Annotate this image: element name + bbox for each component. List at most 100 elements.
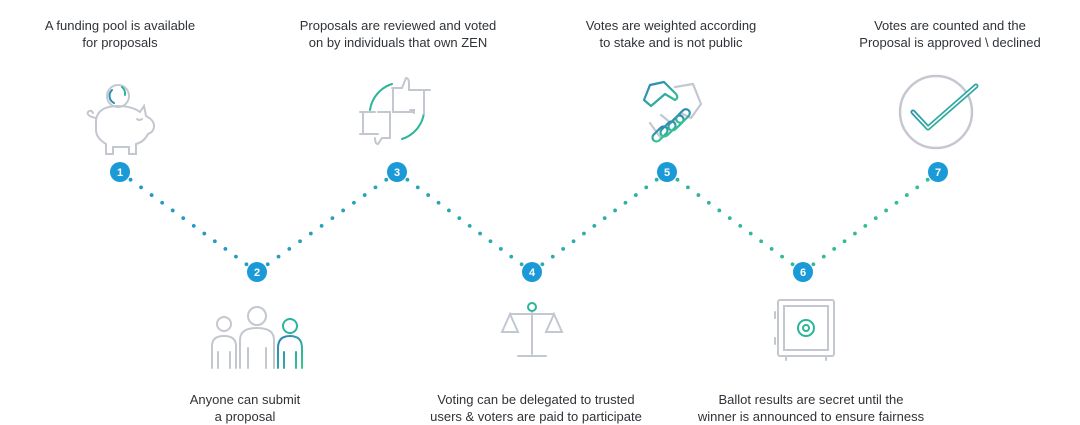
- connector-dot: [436, 200, 441, 205]
- caption-line: Votes are weighted according: [585, 18, 757, 33]
- connector-dot: [696, 193, 701, 197]
- connector-dot: [308, 231, 313, 236]
- connector-dot: [613, 208, 617, 213]
- connector-dot: [686, 185, 690, 190]
- caption-line: on by individuals that own ZEN: [308, 35, 488, 50]
- step-6-node: 6: [793, 262, 813, 282]
- connector-dot: [128, 177, 133, 182]
- step-7-node: 7: [928, 162, 948, 182]
- connector-dot: [561, 247, 566, 251]
- caption-line: to stake and is not public: [599, 35, 743, 50]
- connector-dot: [426, 193, 431, 197]
- step-3-node: 3: [387, 162, 407, 182]
- connector-dot: [602, 216, 607, 221]
- connector-dot: [352, 200, 356, 205]
- connector-dot: [811, 262, 816, 267]
- caption-line: a proposal: [214, 409, 276, 424]
- connector-dot: [244, 262, 249, 267]
- connector-dot: [265, 262, 270, 267]
- connector-dot: [654, 177, 659, 182]
- step-6-caption: Ballot results are secret until the winne…: [681, 391, 941, 425]
- connector-dot: [832, 247, 837, 251]
- step-2-node: 2: [247, 262, 267, 282]
- node-circle: [793, 262, 813, 282]
- connector-dot: [457, 216, 462, 221]
- step-3-caption: Proposals are reviewed and voted on by in…: [268, 17, 528, 51]
- caption-line: Votes are counted and the: [874, 18, 1026, 33]
- step-4-node: 4: [522, 262, 542, 282]
- checkmark-circle-icon: [898, 74, 979, 150]
- step-5-caption: Votes are weighted according to stake and…: [541, 17, 801, 51]
- connector-dot: [769, 247, 774, 251]
- caption-line: users & voters are paid to participate: [430, 409, 642, 424]
- connector-dot: [149, 193, 154, 197]
- caption-line: Proposal is approved \ declined: [859, 35, 1041, 50]
- node-number: 4: [529, 267, 536, 279]
- connector-dot: [727, 216, 732, 221]
- node-number: 1: [117, 167, 123, 179]
- connector-dot: [853, 231, 857, 236]
- connector-dot: [276, 254, 281, 259]
- connector-dot: [498, 247, 503, 251]
- node-number: 7: [935, 167, 941, 179]
- connector-dot: [478, 231, 482, 236]
- connector-dot: [821, 254, 826, 259]
- connector-dot: [780, 254, 784, 259]
- connector-dot: [139, 185, 143, 190]
- connector-dot: [384, 177, 389, 182]
- node-number: 3: [394, 167, 400, 179]
- safe-icon: [774, 299, 835, 361]
- caption-line: Ballot results are secret until the: [718, 392, 904, 407]
- connector-dot: [298, 239, 302, 244]
- caption-line: winner is announced to ensure fairness: [697, 409, 925, 424]
- connector-dot: [341, 208, 346, 213]
- caption-line: Proposals are reviewed and voted: [299, 18, 497, 33]
- connector-dot: [540, 262, 545, 267]
- connector-dot: [623, 200, 628, 205]
- connector-dot: [738, 223, 743, 228]
- connector-dot: [330, 216, 335, 221]
- connector-dot: [202, 231, 207, 236]
- connector-dot: [706, 200, 711, 205]
- node-number: 5: [664, 167, 670, 179]
- connector-dot: [373, 185, 378, 190]
- connector-dot: [287, 247, 292, 251]
- connector-dot: [234, 254, 238, 259]
- caption-line: A funding pool is available: [44, 18, 196, 33]
- connector-dot: [212, 239, 217, 244]
- piggy-bank-icon: [86, 84, 156, 155]
- connector-dot: [582, 231, 586, 236]
- node-circle: [522, 262, 542, 282]
- connector-dot: [717, 208, 722, 213]
- connector-dot: [571, 239, 576, 244]
- connector-dot: [488, 239, 493, 244]
- connector-dot: [873, 216, 878, 221]
- caption-line: Voting can be delegated to trusted: [437, 392, 635, 407]
- connector-dot: [633, 193, 638, 197]
- connector-dot: [170, 208, 175, 213]
- connector-dot: [550, 254, 555, 259]
- connector-dot: [759, 239, 764, 244]
- connector-dot: [160, 200, 165, 205]
- step-5-node: 5: [657, 162, 677, 182]
- connector-dot: [904, 193, 909, 197]
- step-4-caption: Voting can be delegated to trusted users …: [406, 391, 666, 425]
- connector-dot: [519, 262, 524, 267]
- connector-dot: [790, 262, 795, 267]
- node-number: 6: [800, 267, 806, 279]
- node-circle: [928, 162, 948, 182]
- connector-dot: [915, 185, 920, 190]
- thumbs-up-down-icon: [359, 76, 431, 146]
- connector-dot: [592, 223, 597, 228]
- connector-dot: [894, 200, 899, 205]
- node-circle: [110, 162, 130, 182]
- caption-line: Anyone can submit: [189, 392, 301, 407]
- step-2-caption: Anyone can submit a proposal: [115, 391, 375, 425]
- node-circle: [387, 162, 407, 182]
- connector-dot: [467, 223, 472, 228]
- connector-dot: [748, 231, 753, 236]
- connector-dot: [405, 177, 410, 182]
- caption-line: for proposals: [82, 35, 158, 50]
